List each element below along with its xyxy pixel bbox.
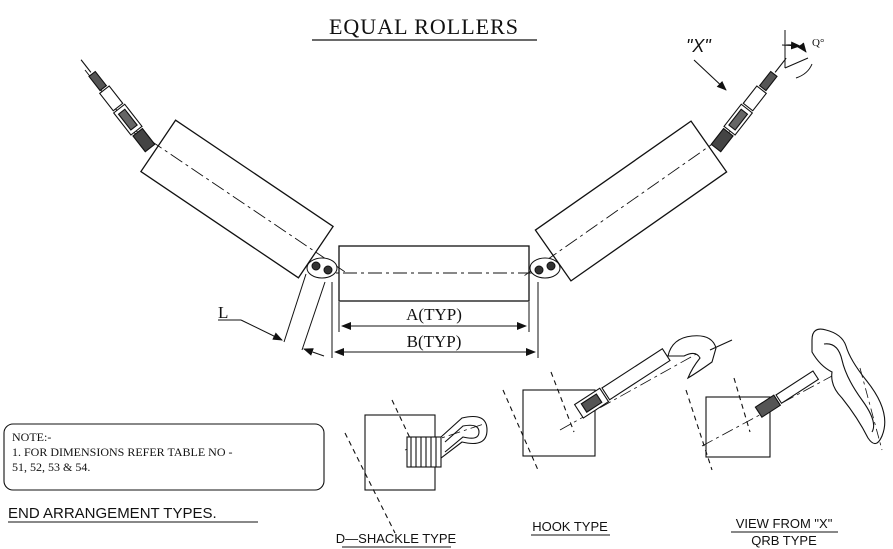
- note-box: [3, 423, 325, 491]
- qrb-label: QRB TYPE: [751, 533, 817, 548]
- end-arrangement-heading: END ARRANGEMENT TYPES.: [8, 505, 217, 522]
- diagram-title: EQUAL ROLLERS: [329, 14, 519, 39]
- left-inner-link: [306, 257, 338, 279]
- view-marker-label: "X": [686, 36, 712, 56]
- dim-b-label: B(TYP): [407, 332, 462, 351]
- center-roller: [318, 245, 552, 302]
- dim-a-label: A(TYP): [406, 305, 462, 324]
- hook-detail: [502, 335, 733, 471]
- qrb-detail: [685, 328, 886, 471]
- note-line-1: 1. FOR DIMENSIONS REFER TABLE NO -: [12, 445, 233, 459]
- right-inner-link: [529, 257, 561, 279]
- dim-a: [338, 302, 530, 332]
- angle-label: Q°: [812, 37, 824, 49]
- angle-indicator: [781, 30, 813, 79]
- right-end-fitting: [710, 57, 787, 153]
- dim-b: [331, 282, 539, 358]
- left-end-fitting: [80, 59, 156, 153]
- hook-label: HOOK TYPE: [532, 519, 608, 534]
- note-line-2: 51, 52, 53 & 54.: [12, 460, 90, 474]
- d-shackle-label: D—SHACKLE TYPE: [336, 531, 457, 546]
- view-arrow: [693, 59, 727, 91]
- note-heading: NOTE:-: [12, 430, 51, 444]
- dim-l: [218, 273, 326, 357]
- dim-l-label: L: [218, 303, 228, 322]
- d-shackle-detail: [344, 399, 488, 534]
- right-wing-roller: [524, 120, 738, 282]
- view-from-x-label: VIEW FROM "X": [736, 516, 833, 531]
- left-wing-roller: [128, 119, 346, 279]
